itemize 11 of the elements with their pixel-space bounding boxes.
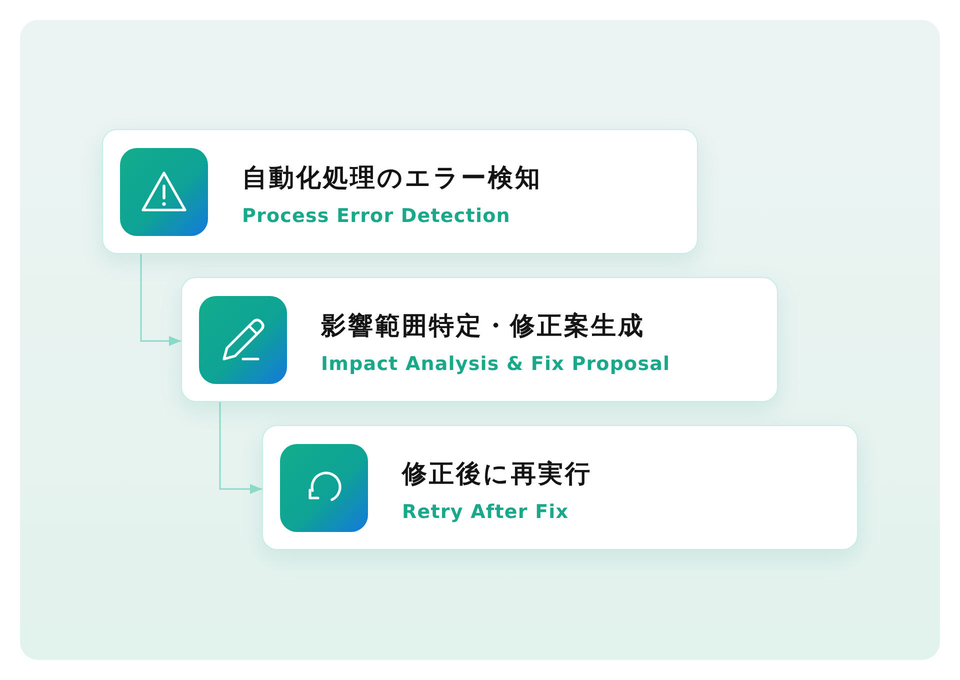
- step-title: 影響範囲特定・修正案生成: [321, 310, 645, 342]
- step-card: [181, 277, 778, 402]
- step-subtitle: Process Error Detection: [242, 204, 510, 229]
- step-subtitle: Retry After Fix: [402, 500, 569, 525]
- arrow: [219, 402, 262, 494]
- arrow: [140, 254, 181, 346]
- step-title: 修正後に再実行: [402, 458, 592, 490]
- step-card: [102, 129, 698, 254]
- step-subtitle: Impact Analysis & Fix Proposal: [321, 352, 670, 377]
- step-title: 自動化処理のエラー検知: [242, 162, 542, 194]
- step-card: [262, 425, 858, 550]
